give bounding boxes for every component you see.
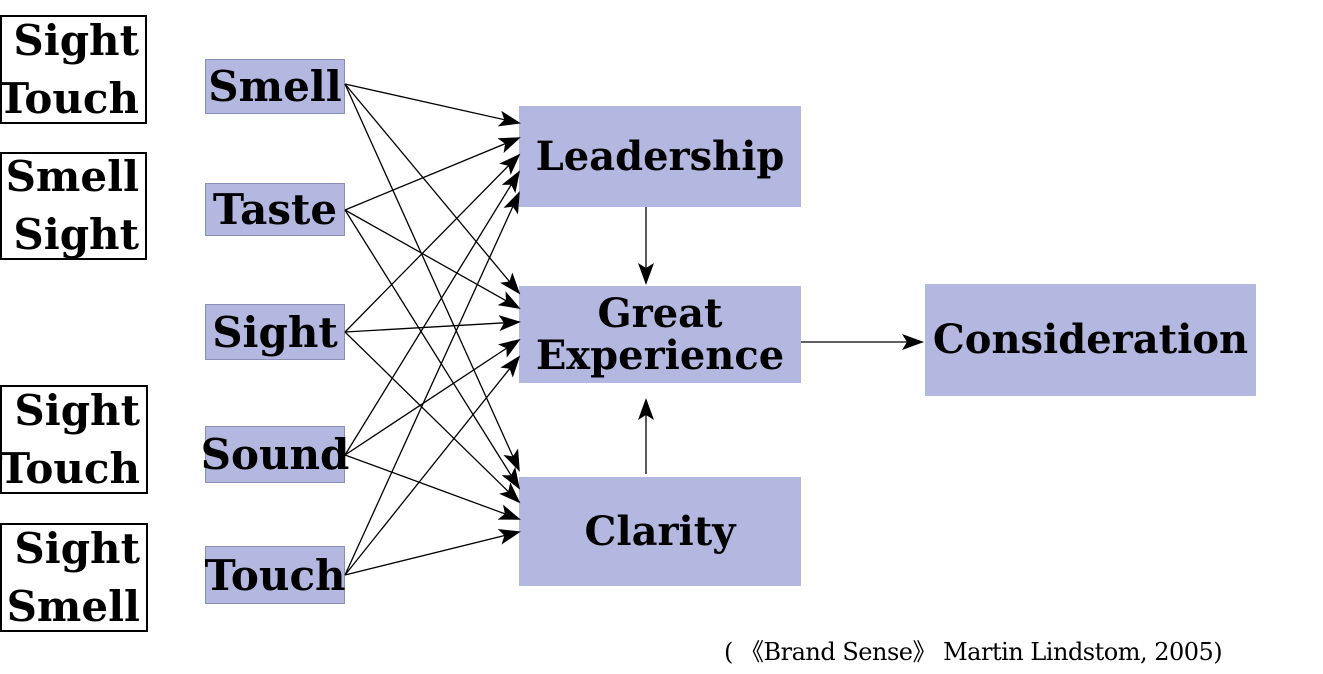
outcome-consideration: Consideration: [925, 284, 1256, 396]
arrow-sense-to-experience: [344, 209, 521, 309]
arrow-sense-to-experience: [344, 315, 521, 333]
combo-box-sight-touch-2: Sight Touch: [0, 385, 148, 494]
combo-line: Touch: [0, 443, 140, 493]
sense-sound: Sound: [201, 426, 349, 483]
sense-touch: Touch: [204, 546, 346, 604]
arrow-sense-to-clarity: [344, 209, 521, 490]
arrow-sense-to-clarity: [344, 529, 521, 576]
arrow-sense-to-clarity: [344, 454, 521, 520]
arrow-sense-to-clarity: [344, 331, 521, 504]
combo-line: Sight: [14, 385, 140, 435]
arrow-sense-to-leadership: [344, 191, 520, 576]
combo-line: Touch: [0, 73, 139, 123]
arrow-sense-to-leadership: [344, 170, 521, 456]
arrow-sense-to-leadership: [344, 83, 521, 127]
arrow-sense-to-leadership: [344, 153, 521, 333]
citation: ( 《Brand Sense》 Martin Lindstom, 2005): [724, 638, 1223, 666]
experience-line1: Great: [597, 289, 723, 337]
sense-sight: Sight: [205, 304, 345, 360]
arrow-sense-to-experience: [344, 83, 521, 295]
experience-line2: Experience: [535, 331, 785, 379]
sense-smell: Smell: [205, 59, 345, 114]
combo-line: Sight: [13, 210, 139, 259]
outcome-clarity: Clarity: [519, 477, 801, 586]
arrow-sense-to-leadership: [344, 137, 521, 211]
combo-line: Sight: [14, 523, 140, 573]
combo-box-sight-smell: Sight Smell: [0, 523, 148, 632]
arrow-sense-to-experience: [344, 355, 521, 576]
combo-box-sight-touch-1: Sight Touch: [0, 15, 147, 124]
combo-line: Smell: [5, 152, 139, 201]
combo-box-smell-sight: Smell Sight: [0, 152, 147, 260]
combo-line: Smell: [6, 581, 140, 631]
sense-taste: Taste: [205, 183, 345, 236]
arrow-sense-to-clarity: [344, 83, 520, 472]
arrow-sense-to-experience: [344, 338, 521, 456]
outcome-leadership: Leadership: [519, 106, 801, 207]
combo-line: Sight: [13, 15, 139, 65]
outcome-great-experience: Great Experience: [519, 286, 801, 383]
